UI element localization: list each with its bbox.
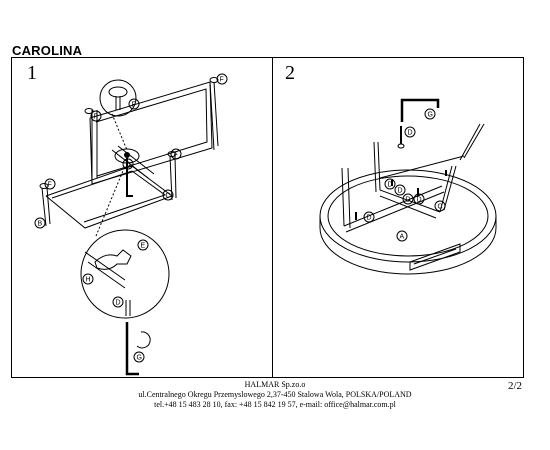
label-e: E — [141, 243, 146, 250]
page-number: 2/2 — [508, 380, 523, 392]
label-d: D — [406, 197, 411, 204]
label-d: D — [408, 130, 413, 137]
step2-labels: G D D D D D C D A — [363, 108, 446, 242]
label-c: C — [166, 193, 171, 200]
label-h: H — [86, 277, 91, 284]
step1-labels: F F F F F B C D E H D G — [34, 73, 228, 363]
document-title: CAROLINA — [12, 43, 83, 58]
label-f: F — [220, 77, 224, 84]
label-d: D — [417, 197, 422, 204]
label-a: A — [400, 234, 405, 241]
footer-contact: tel.+48 15 483 28 10, fax: +48 15 842 19… — [154, 400, 396, 409]
label-d: D — [126, 162, 131, 169]
label-g: G — [137, 355, 142, 362]
step2-table-drawing — [319, 123, 497, 275]
label-d: D — [388, 182, 393, 189]
label-f: F — [48, 182, 52, 189]
label-g: G — [428, 112, 433, 119]
label-f: F — [94, 114, 98, 121]
label-d: D — [398, 188, 403, 195]
step1-frame-drawing — [39, 77, 219, 229]
step-divider — [272, 57, 273, 378]
footer-company: HALMAR Sp.zo.o — [244, 380, 306, 389]
label-b: B — [38, 221, 43, 228]
step2-tool-detail — [397, 98, 440, 149]
label-f: F — [174, 152, 178, 159]
instruction-frame — [11, 57, 524, 378]
label-f: F — [132, 102, 136, 109]
step-number-1: 1 — [27, 62, 37, 84]
step1-detail-top — [99, 79, 137, 151]
footer-address: ul.Centralnego Okregu Przemyslowego 2,37… — [138, 390, 412, 399]
step-number-2: 2 — [285, 62, 295, 84]
step1-detail-bottom — [80, 165, 170, 376]
label-d: D — [116, 300, 121, 307]
label-c: C — [438, 204, 443, 211]
label-d: D — [367, 215, 372, 222]
